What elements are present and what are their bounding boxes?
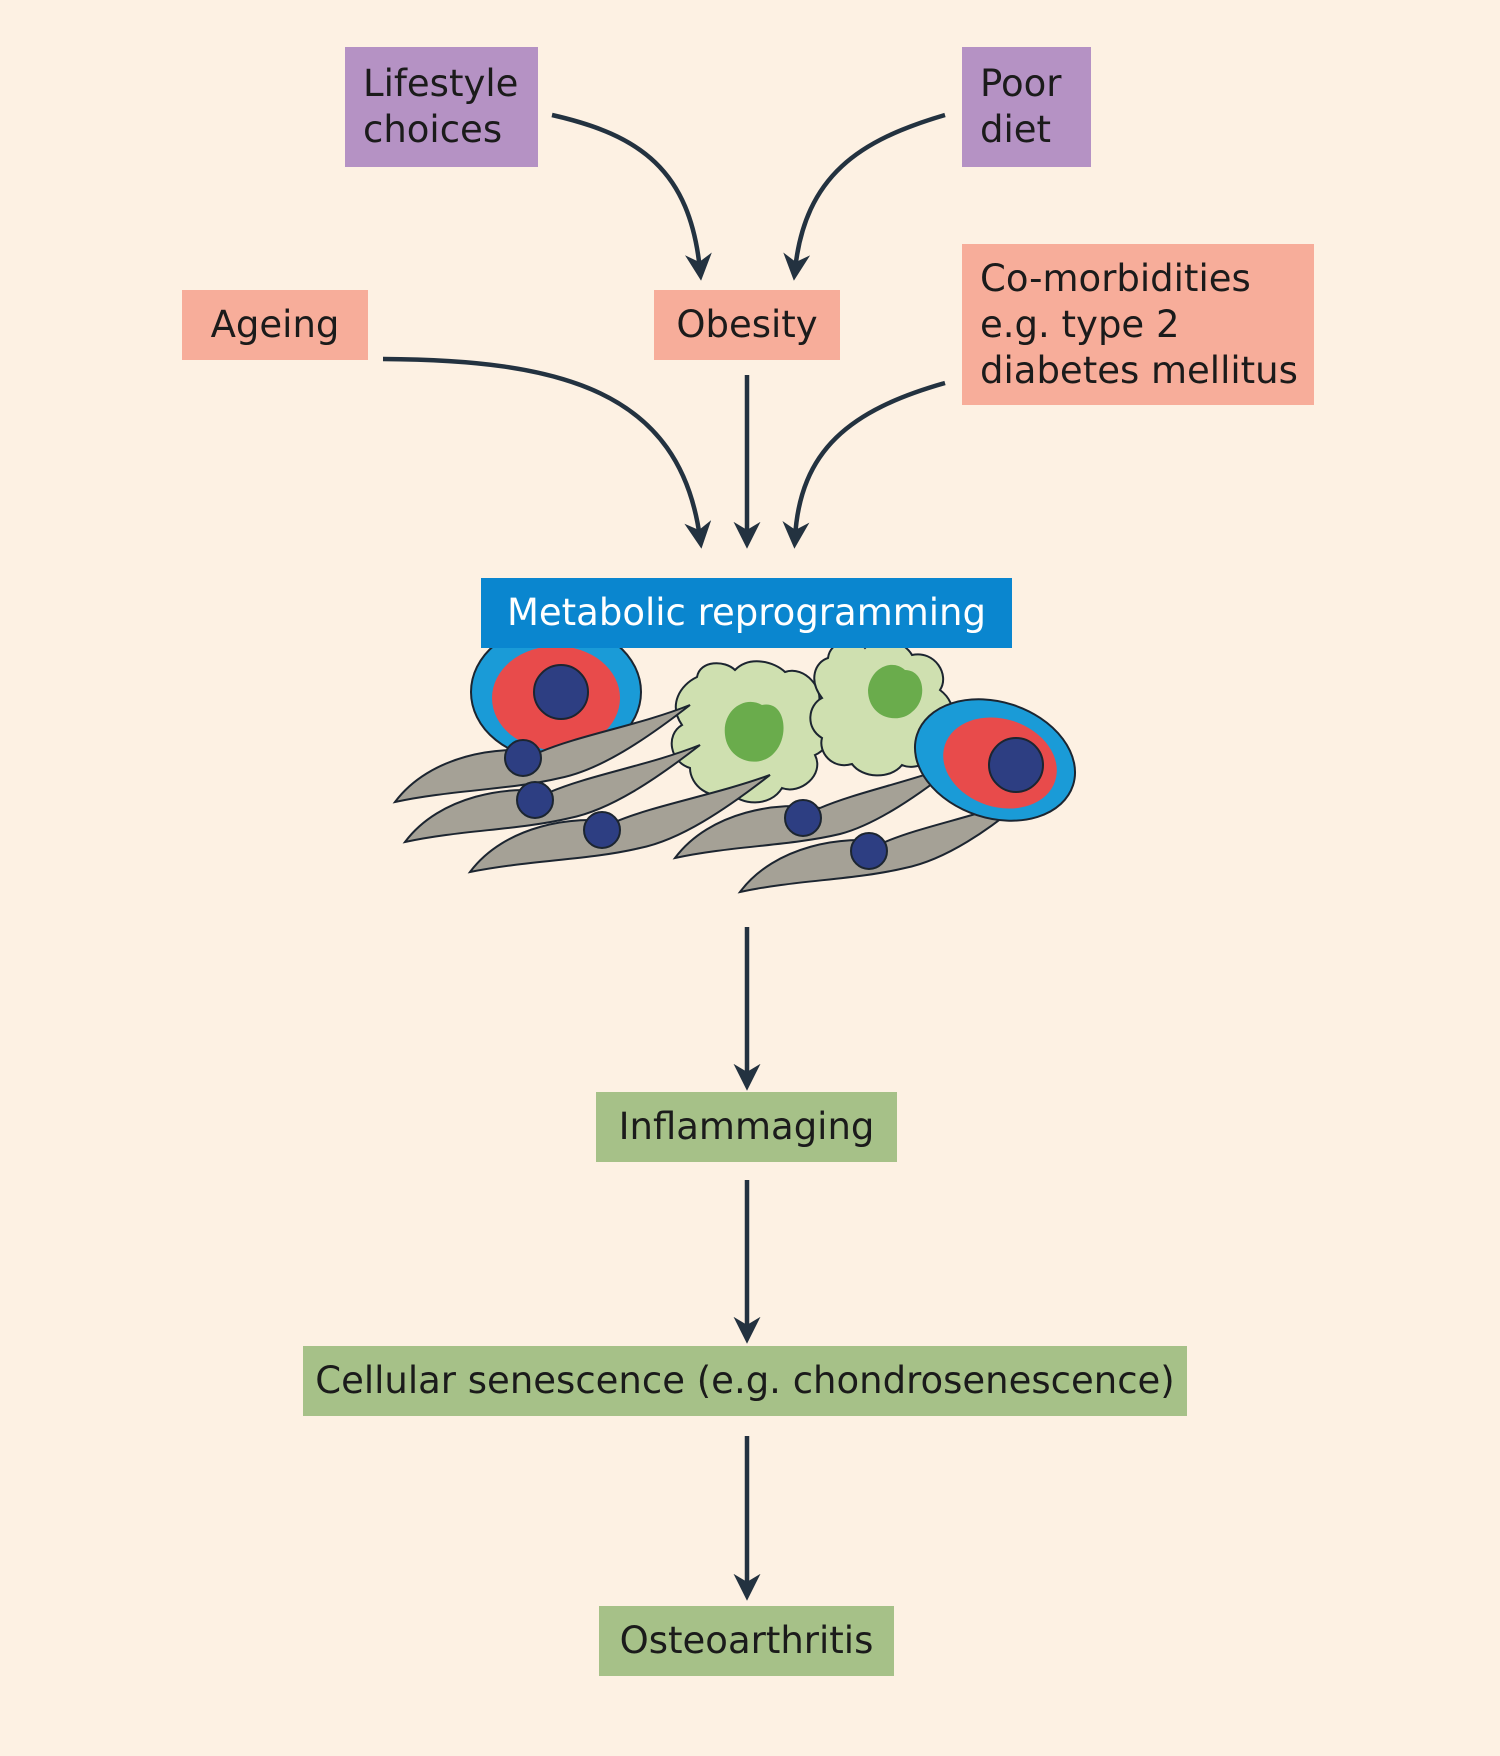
ageing-node: Ageing (182, 290, 368, 360)
fibroblast-nucleus-5 (850, 832, 888, 870)
metabolic-reprogramming-node: Metabolic reprogramming (481, 578, 1012, 648)
poor-diet-node: Poor diet (962, 47, 1091, 167)
inflammaging-node: Inflammaging (596, 1092, 897, 1162)
fibroblast-cell-1 (392, 704, 691, 804)
comorbidities-node: Co-morbidities e.g. type 2 diabetes mell… (962, 244, 1314, 405)
arrow-ageing-to-metabolic (382, 356, 712, 549)
macrophage-nucleus-2 (868, 664, 923, 719)
arrow-poordiet-to-obesity (783, 112, 946, 281)
arrow-comorbidities-to-metabolic (782, 380, 946, 549)
obesity-node: Obesity (654, 290, 840, 360)
fibroblast-nucleus-3 (583, 811, 621, 849)
cellular-senescence-node: Cellular senescence (e.g. chondrosenesce… (303, 1346, 1187, 1416)
fibroblast-nucleus-1 (504, 739, 542, 777)
arrow-lifestyle-to-obesity (551, 112, 712, 281)
fibroblast-cell-3 (467, 774, 771, 874)
fibroblast-nucleus-2 (516, 781, 554, 819)
immune-cell-left (470, 623, 642, 761)
macrophage-nucleus-1 (724, 701, 784, 762)
lifestyle-choices-node: Lifestyle choices (345, 47, 538, 167)
osteoarthritis-node: Osteoarthritis (599, 1606, 894, 1676)
fibroblast-nucleus-4 (784, 799, 822, 837)
immune-cell-right (913, 698, 1077, 822)
